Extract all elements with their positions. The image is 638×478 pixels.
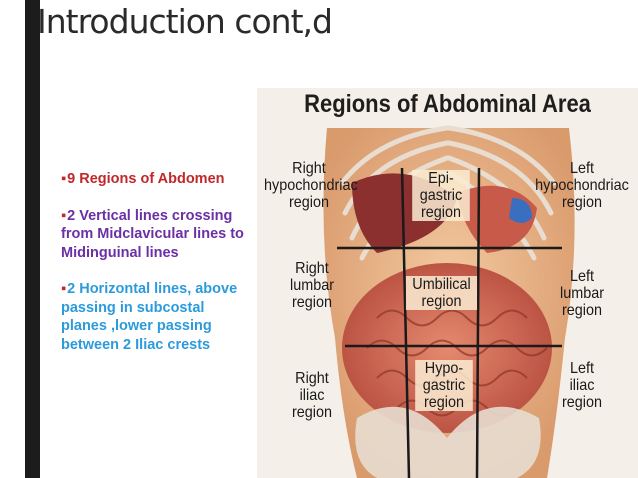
umbilical-label: Umbilical region bbox=[405, 276, 478, 310]
hypogastric-label: Hypo- gastric region bbox=[415, 360, 473, 411]
left-accent-bar bbox=[25, 0, 40, 478]
bullet-item-horizontal-lines: ▪2 Horizontal lines, above passing in su… bbox=[61, 281, 238, 353]
abdominal-regions-figure: Regions of Abdominal Area Right hypochon… bbox=[257, 88, 638, 478]
slide-title: Introduction cont,d bbox=[37, 2, 333, 41]
right-hypochondriac-label: Right hypochondriac region bbox=[264, 160, 358, 211]
bullet-item-vertical-lines: ▪2 Vertical lines crossing from Midclavi… bbox=[61, 207, 244, 261]
square-bullet-icon: ▪ bbox=[61, 207, 67, 224]
left-hypochondriac-label: Left hypochondriac region bbox=[535, 160, 629, 211]
epigastric-label: Epi- gastric region bbox=[412, 170, 470, 221]
torso-illustration bbox=[323, 125, 575, 478]
figure-title: Regions of Abdominal Area bbox=[304, 90, 591, 118]
bullet-item-regions: ▪9 Regions of Abdomen bbox=[61, 171, 225, 187]
square-bullet-icon: ▪ bbox=[61, 281, 67, 297]
square-bullet-icon: ▪ bbox=[61, 171, 67, 187]
bullet-list: ▪9 Regions of Abdomen ▪2 Vertical lines … bbox=[61, 170, 251, 372]
left-lumbar-label: Left lumbar region bbox=[559, 268, 605, 319]
right-iliac-label: Right iliac region bbox=[291, 370, 333, 421]
right-lumbar-label: Right lumbar region bbox=[289, 260, 335, 311]
left-iliac-label: Left iliac region bbox=[561, 360, 603, 411]
